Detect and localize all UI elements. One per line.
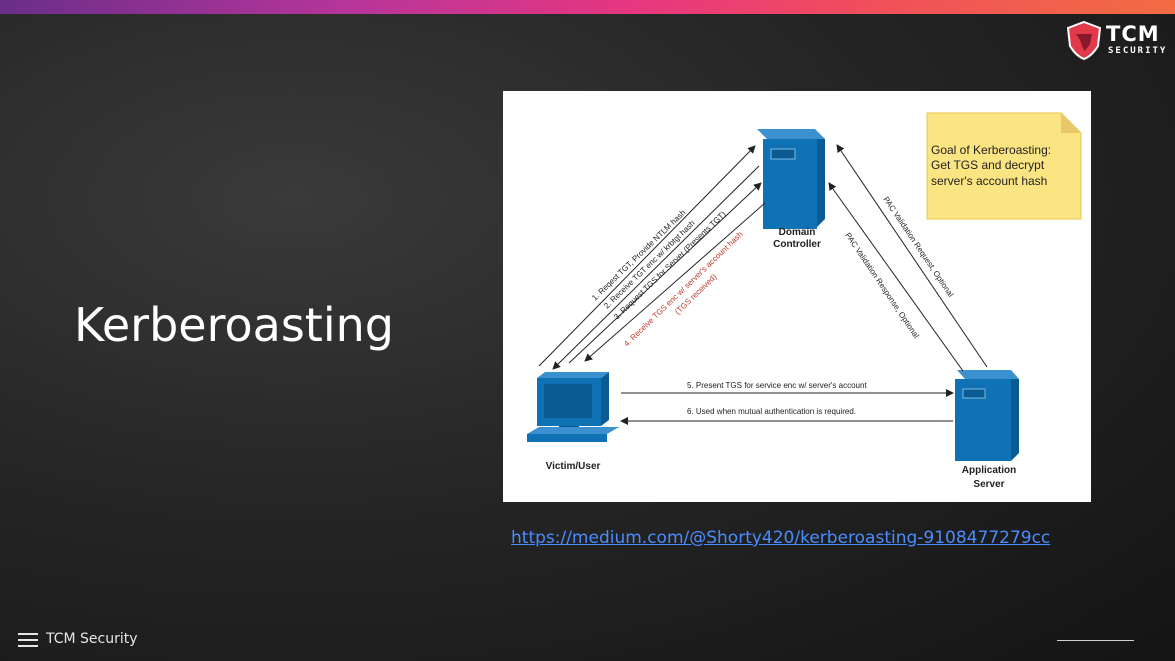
dc-label-1: Domain [779, 227, 816, 238]
step6-label: 6. Used when mutual authentication is re… [687, 407, 856, 416]
note-line-3: server's account hash [931, 174, 1047, 188]
slide-title: Kerberoasting [74, 298, 394, 352]
footer-divider [1057, 640, 1134, 641]
kerberoasting-diagram: Domain Controller Application Server Vic… [503, 91, 1091, 502]
pac-response-arrow [828, 182, 837, 192]
menu-icon[interactable] [18, 633, 38, 647]
logo-wordmark: TCM [1106, 22, 1160, 46]
accent-bar [0, 0, 1175, 14]
note-line-2: Get TGS and decrypt [931, 158, 1045, 172]
step3-arrow [568, 182, 762, 364]
footer-brand: TCM Security [46, 631, 138, 647]
logo-subtitle: SECURITY [1108, 46, 1168, 56]
step2-label: 2. Receive TGT enc w/ krbtgt hash [602, 219, 697, 311]
note-line-1: Goal of Kerberoasting: [931, 143, 1051, 157]
pac-response-line [832, 188, 964, 372]
victim-label: Victim/User [546, 461, 601, 472]
app-label-1: Application [962, 465, 1016, 476]
tcm-logo: TCM SECURITY [1064, 20, 1168, 61]
pac-request-arrow [836, 144, 988, 368]
goal-note [926, 112, 1082, 220]
victim-computer-icon [527, 372, 619, 442]
application-server-icon [955, 370, 1019, 461]
step1-arrow [538, 145, 756, 367]
step4-arrow [584, 202, 766, 362]
source-link[interactable]: https://medium.com/@Shorty420/kerberoast… [511, 528, 1051, 548]
dc-label-2: Controller [773, 239, 821, 250]
step5-label: 5. Present TGS for service enc w/ server… [687, 381, 867, 390]
step2-arrow [552, 165, 760, 370]
domain-controller-icon [757, 129, 825, 229]
tcm-shield-icon [1066, 20, 1102, 61]
app-label-2: Server [973, 479, 1004, 490]
pac-response-label: PAC Validation Response, Optional [843, 231, 921, 340]
